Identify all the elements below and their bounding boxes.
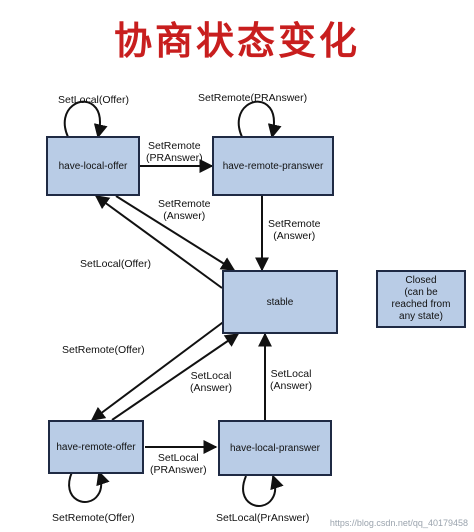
label-hlp-to-stable: SetLocal (Answer) bbox=[270, 368, 313, 392]
self-loop-have-remote-pranswer bbox=[237, 100, 282, 139]
label-self-remote-offer: SetRemote(Offer) bbox=[52, 512, 135, 524]
label-self-remote-pranswer: SetRemote(PRAnswer) bbox=[198, 92, 308, 104]
arrow-stable-to-hlo bbox=[94, 195, 223, 289]
state-have-local-pranswer: have-local-pranswer bbox=[218, 420, 332, 476]
diagram-title: 协商状态变化 bbox=[113, 19, 360, 63]
state-label: have-local-offer bbox=[58, 160, 128, 172]
state-label: stable bbox=[266, 296, 294, 308]
arrow-hro-to-stable bbox=[111, 333, 240, 421]
label-stable-to-hro: SetRemote(Offer) bbox=[62, 344, 145, 356]
label-stable-to-hlo: SetLocal(Offer) bbox=[80, 258, 152, 270]
state-have-remote-offer: have-remote-offer bbox=[48, 420, 144, 474]
state-have-remote-pranswer: have-remote-pranswer bbox=[212, 136, 334, 196]
label-hlo-to-stable: SetRemote (Answer) bbox=[158, 198, 211, 222]
label-self-local-pranswer: SetLocal(PrAnswer) bbox=[216, 512, 310, 524]
label-hro-to-hlp: SetLocal (PRAnswer) bbox=[150, 452, 207, 476]
state-label: have-remote-pranswer bbox=[222, 160, 324, 172]
arrow-hlo-to-stable bbox=[115, 195, 236, 271]
arrow-stable-to-hro bbox=[90, 319, 227, 421]
state-label: have-local-pranswer bbox=[229, 442, 321, 454]
label-hrp-to-stable: SetRemote (Answer) bbox=[268, 218, 321, 242]
self-loop-have-local-offer bbox=[63, 100, 108, 139]
state-label: Closed (can be reached from any state) bbox=[391, 275, 451, 322]
watermark: https://blog.csdn.net/qq_40179458 bbox=[329, 518, 468, 528]
label-hlo-to-hrp: SetRemote (PRAnswer) bbox=[146, 140, 203, 164]
label-self-local-offer: SetLocal(Offer) bbox=[58, 94, 130, 106]
self-loop-have-remote-offer bbox=[68, 470, 110, 503]
state-have-local-offer: have-local-offer bbox=[46, 136, 140, 196]
self-loop-have-local-pranswer bbox=[242, 474, 284, 507]
state-stable: stable bbox=[222, 270, 338, 334]
state-label: have-remote-offer bbox=[56, 441, 136, 453]
label-hro-to-stable: SetLocal (Answer) bbox=[190, 370, 233, 394]
state-closed: Closed (can be reached from any state) bbox=[376, 270, 466, 328]
